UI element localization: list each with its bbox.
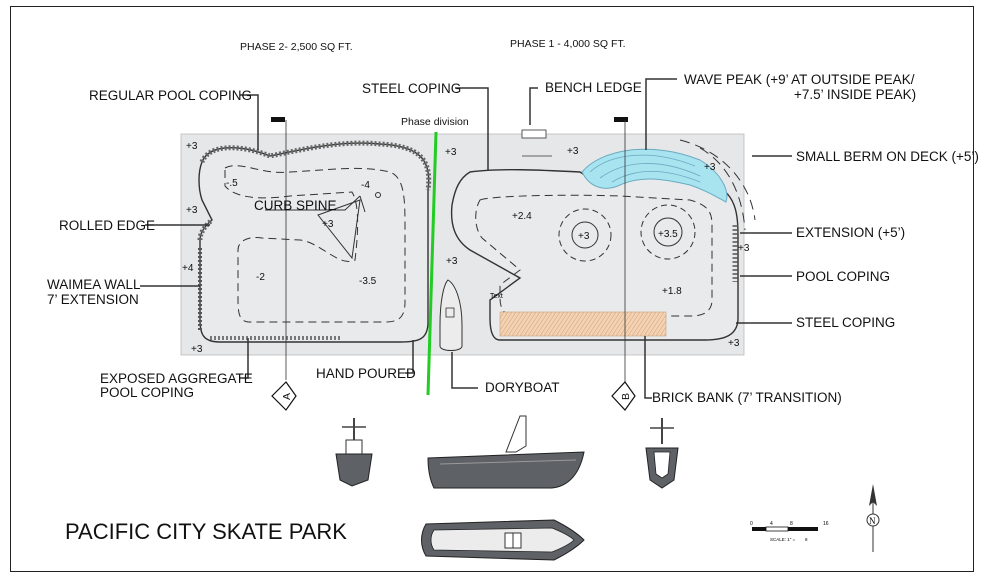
section-marker-a-bar — [271, 117, 285, 122]
leader-exposed-aggregate — [240, 338, 249, 379]
bowl-ring-inner-1 — [571, 221, 599, 249]
rolled-edge — [197, 218, 214, 241]
phase-division-line — [426, 131, 438, 396]
elev-p18: +1.8 — [662, 286, 682, 297]
section-b-label: B — [620, 393, 632, 400]
drain-icon — [375, 192, 381, 198]
elev-p24: +2.4 — [512, 211, 532, 222]
phase2-inner-contour — [224, 165, 406, 323]
boat-stern-view-a — [335, 418, 373, 487]
small-berm-arc-2 — [699, 147, 746, 231]
phase-division-label: Phase division — [401, 116, 469, 128]
doryboat-plan — [439, 279, 463, 351]
drawing-frame — [10, 6, 974, 572]
scale-bar: 0 4 8 16 SCALE: 1" = 8 — [750, 521, 829, 542]
elev-m35: -3.5 — [359, 276, 377, 287]
callout-bench-ledge: BENCH LEDGE — [545, 80, 642, 95]
wave-contour-1 — [589, 154, 696, 173]
callout-pool-coping: POOL COPING — [796, 269, 890, 284]
elev-tl: +3 — [186, 141, 198, 152]
phase2-label: PHASE 2- 2,500 SQ FT. — [240, 41, 353, 53]
small-berm-arc-1 — [679, 139, 756, 221]
scale-tick-0: 0 — [750, 521, 753, 527]
elev-bl: +3 — [191, 344, 203, 355]
leader-hand-poured — [405, 340, 414, 374]
callout-steel-coping-right: STEEL COPING — [796, 315, 895, 330]
boat-side-view — [427, 415, 585, 489]
leader-wave-peak — [645, 78, 677, 150]
elev-c3: +3 — [322, 219, 334, 230]
bowl-ring-inner-2 — [653, 217, 683, 247]
north-label: N — [869, 516, 876, 526]
elev-ext3: +3 — [738, 243, 750, 254]
wave-contour-3 — [611, 171, 701, 183]
callout-rolled-edge: ROLLED EDGE — [59, 218, 155, 233]
elev-bench3: +3 — [567, 146, 579, 157]
scale-tick-4: 4 — [770, 521, 773, 527]
page-title: PACIFIC CITY SKATE PARK — [65, 519, 347, 544]
elev-bowl3: +3 — [578, 231, 590, 242]
section-b-marker — [611, 381, 636, 411]
callout-regular-pool-coping: REGULAR POOL COPING — [89, 88, 252, 103]
callout-wave-peak-1: WAVE PEAK (+9’ AT OUTSIDE PEAK/ — [684, 72, 915, 87]
elev-text-tag: Text — [490, 293, 503, 300]
leader-regular-pool-coping — [240, 94, 259, 150]
callout-wave-peak-2: +7.5’ INSIDE PEAK) — [794, 87, 916, 102]
curb-spine-lines — [265, 195, 366, 213]
leader-doryboat — [451, 352, 478, 389]
callout-brick-bank: BRICK BANK (7’ TRANSITION) — [652, 390, 842, 405]
scale-tick-8: 8 — [790, 521, 793, 527]
elev-m5: -.5 — [226, 178, 238, 189]
callout-steel-coping-top: STEEL COPING — [362, 81, 461, 96]
callout-waimea-wall-1: WAIMEA WALL — [47, 277, 141, 292]
callout-exposed-aggregate-1: EXPOSED AGGREGATE — [100, 371, 253, 386]
bowl-ring-outer-1 — [558, 208, 612, 262]
north-arrow-icon: N — [866, 484, 880, 552]
section-a-marker — [271, 381, 297, 411]
elev-div-mid: +3 — [446, 256, 458, 267]
elev-div-top: +3 — [445, 147, 457, 158]
phase1-label: PHASE 1 - 4,000 SQ FT. — [510, 38, 626, 50]
leader-brick-bank — [644, 336, 652, 399]
elev-lleft: +4 — [182, 263, 194, 274]
callout-extension: EXTENSION (+5’) — [796, 225, 905, 240]
brick-bank — [499, 311, 667, 337]
callout-small-berm: SMALL BERM ON DECK (+5’) — [796, 149, 979, 164]
bowl-ring-outer-2 — [640, 204, 696, 260]
boat-stern-view-b — [645, 418, 679, 489]
section-a-label: A — [281, 393, 293, 400]
wave-contour-2 — [599, 163, 701, 179]
elevation-labels: +3 +3 +4 +3 -.5 -4 +3 -2 -3.5 +3 +3 +2.4… — [182, 141, 750, 355]
scale-value: 8 — [805, 537, 808, 542]
callout-exposed-aggregate-2: POOL COPING — [100, 385, 194, 400]
elev-wave3: +3 — [704, 162, 716, 173]
scale-label: SCALE: 1" = — [770, 537, 796, 542]
scale-tick-16: 16 — [823, 521, 829, 527]
callout-waimea-wall-2: 7’ EXTENSION — [47, 292, 139, 307]
elev-lmid: +3 — [186, 205, 198, 216]
elev-m2: -2 — [256, 272, 265, 283]
section-marker-b-bar — [614, 117, 628, 122]
callout-hand-poured: HAND POURED — [316, 366, 416, 381]
wave-peak-fill — [581, 148, 728, 203]
leader-lines — [140, 78, 792, 399]
leader-bench-ledge — [529, 87, 538, 125]
elev-bowl35: +3.5 — [658, 229, 678, 240]
leader-steel-coping-top — [455, 87, 489, 170]
elev-m4: -4 — [361, 180, 370, 191]
phase1-inner-contour — [475, 194, 713, 317]
doryboat-plan-seat — [445, 307, 455, 318]
elev-br3: +3 — [728, 338, 740, 349]
callout-doryboat: DORYBOAT — [485, 380, 560, 395]
bench-ledge — [521, 129, 547, 139]
boat-top-view — [421, 519, 585, 561]
curb-spine-label: CURB SPINE — [254, 198, 337, 213]
phase2-bowl — [198, 142, 430, 343]
curb-spine-wedge — [317, 199, 361, 260]
